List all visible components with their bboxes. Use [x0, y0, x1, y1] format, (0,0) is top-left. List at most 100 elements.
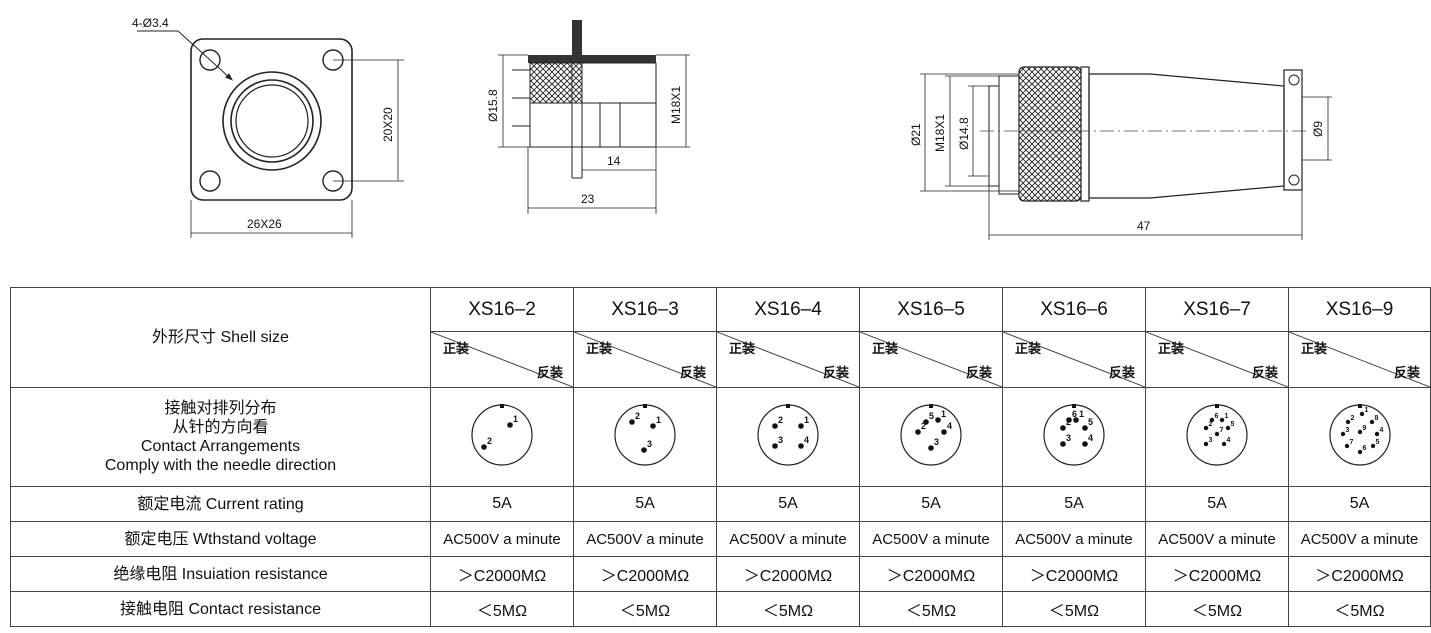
current-rating-value: 5A: [1002, 486, 1146, 522]
current-rating-value: 5A: [716, 486, 860, 522]
mount-forward-label: 正装: [1158, 341, 1185, 356]
mount-reverse-label: 反装: [679, 365, 706, 380]
model-cell: XS16–2: [430, 287, 574, 332]
current-rating-value: 5A: [1288, 486, 1431, 522]
contact-resistance-value: ＜5MΩ: [573, 591, 717, 627]
contact-label-line: 从针的方向看: [172, 419, 269, 436]
mount-forward-label: 正装: [1301, 341, 1328, 356]
pin-dot: [1066, 416, 1072, 423]
pin-dot: [772, 422, 778, 429]
pin-number: 3: [1209, 437, 1213, 444]
body-diameter-label: Ø15.8: [486, 89, 500, 122]
mount-cell: 正装反装: [859, 331, 1003, 388]
insulation-value: ＞C2000MΩ: [1288, 556, 1431, 592]
pin-number: 5: [929, 411, 934, 421]
pin-dot: [629, 418, 635, 425]
pin-dot: [1073, 416, 1079, 423]
mount-reverse-label: 反装: [1108, 365, 1135, 380]
contact-label-line: Comply with the needle direction: [104, 457, 337, 474]
pin-number: 1: [804, 415, 809, 425]
contact-label-line: 接触对排列分布: [164, 400, 277, 417]
pin-dot: [1203, 441, 1209, 446]
pin-dot: [1219, 417, 1225, 422]
pin-number: 5: [1375, 439, 1379, 446]
spec-table: 外形尺寸 Shell size XS16–2 XS16–3 XS16–4 XS1…: [10, 287, 1431, 627]
insert-outline: [614, 403, 676, 466]
voltage-value: AC500V a minute: [1288, 521, 1431, 557]
pin-layout-cell: 1 2 3: [573, 387, 717, 487]
model-cell: XS16–9: [1288, 287, 1431, 332]
insulation-value: ＞C2000MΩ: [573, 556, 717, 592]
pin-number: 1: [1225, 413, 1229, 420]
pin-dot: [798, 422, 804, 429]
insulation-value: ＞C2000MΩ: [716, 556, 860, 592]
pin-dot: [1357, 449, 1362, 454]
mount-reverse-label: 反装: [1393, 365, 1420, 380]
pin-number: 2: [635, 411, 640, 421]
keyway-mark: [929, 403, 933, 408]
pin-dot: [941, 428, 947, 435]
pin-number: 9: [1362, 425, 1366, 432]
pin-number: 3: [647, 439, 652, 449]
mount-cell: 正装反装: [573, 331, 717, 388]
pin-number: 4: [947, 421, 952, 431]
pin-number: 1: [941, 409, 946, 419]
pin-number: 6: [1215, 413, 1219, 420]
contact-arrangement-label: 接触对排列分布 从针的方向看 Contact Arrangements Comp…: [10, 387, 431, 487]
contact-resistance-value: ＜5MΩ: [430, 591, 574, 627]
pin-number: 2: [487, 436, 492, 446]
pin-dot: [1345, 419, 1350, 424]
contact-resistance-value: ＜5MΩ: [1002, 591, 1146, 627]
model-cell: XS16–4: [716, 287, 860, 332]
current-rating-row: 额定电流 Current rating 5A 5A 5A 5A 5A 5A 5A: [10, 486, 1431, 522]
mount-reverse-label: 反装: [1251, 365, 1278, 380]
pin-dot: [1203, 425, 1209, 430]
pin-dot: [1060, 440, 1066, 447]
model-cell: XS16–3: [573, 287, 717, 332]
insulation-value: ＞C2000MΩ: [1145, 556, 1289, 592]
mount-reverse-label: 反装: [822, 365, 849, 380]
dim-14-label: 14: [607, 154, 621, 168]
voltage-value: AC500V a minute: [716, 521, 860, 557]
contact-resistance-value: ＜5MΩ: [859, 591, 1003, 627]
keyway-mark: [786, 403, 790, 408]
pin-number: 6: [1072, 409, 1077, 419]
pin-dot: [507, 421, 513, 428]
pin-layout-diagram: 12: [471, 403, 533, 466]
pin-number: 3: [1066, 433, 1071, 443]
pin-number: 4: [804, 435, 809, 445]
pin-number: 4: [1227, 437, 1231, 444]
mount-reverse-label: 反装: [536, 365, 563, 380]
insulation-row: 绝缘电阻 Insuiation resistance ＞C2000MΩ ＞C20…: [10, 556, 1431, 592]
pin-number: 2: [1350, 415, 1354, 422]
pin-layout-diagram: 1 2 3: [614, 403, 676, 466]
shell-size-label: 外形尺寸 Shell size: [10, 287, 431, 388]
pin-number: 5: [1231, 421, 1235, 428]
pin-number: 4: [1088, 433, 1093, 443]
current-rating-value: 5A: [1145, 486, 1289, 522]
dim-23-label: 23: [581, 192, 595, 206]
voltage-value: AC500V a minute: [573, 521, 717, 557]
pin-dot: [928, 444, 934, 451]
mount-cell: 正装反装: [1288, 331, 1431, 388]
pin-number: 7: [1349, 439, 1353, 446]
pin-number: 1: [513, 414, 518, 424]
contact-label-line: Contact Arrangements: [140, 438, 301, 455]
keyway-mark: [643, 403, 647, 408]
pin-dot: [1369, 419, 1374, 424]
mount-forward-label: 正装: [586, 341, 613, 356]
pin-number: 2: [1209, 421, 1213, 428]
mount-row: 正装反装 正装反装 正装反装 正装反装 正装反装 正装反装 正装反装: [11, 331, 1431, 388]
voltage-label: 额定电压 Wthstand voltage: [10, 521, 431, 557]
keyway-mark: [1357, 403, 1362, 408]
mount-cell: 正装反装: [1002, 331, 1146, 388]
pin-number: 1: [656, 415, 661, 425]
